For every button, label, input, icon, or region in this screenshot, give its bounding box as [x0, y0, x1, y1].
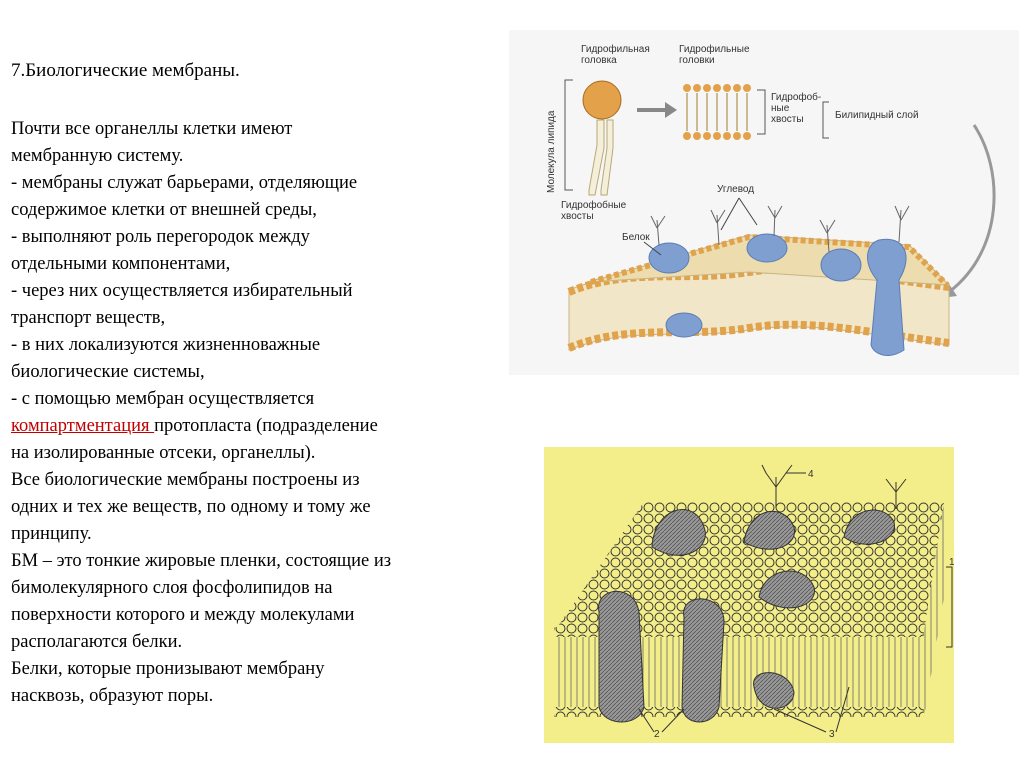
text-line: одних и тех же веществ, по одному и тому… [11, 497, 371, 517]
text-line: располагаются белки. [11, 632, 183, 652]
link-tail-text: протопласта (подразделение [154, 416, 378, 436]
text-line: насквозь, образуют поры. [11, 686, 214, 706]
text-line: бимолекулярного слоя фосфолипидов на [11, 578, 333, 598]
label-2: 2 [654, 729, 660, 740]
text-line: Белки, которые пронизывают мембрану [11, 659, 325, 679]
label-3: 3 [829, 729, 835, 740]
membrane-diagram-block: 1 2 3 4 [544, 447, 954, 743]
text-line: принципу. [11, 524, 92, 544]
compartmentation-link[interactable]: компартментация [11, 416, 155, 436]
text-line: транспорт веществ, [11, 308, 166, 328]
text-line: Почти все органеллы клетки имеют [11, 119, 293, 139]
text-line: отдельными компонентами, [11, 254, 231, 274]
label-1: 1 [949, 557, 954, 568]
text-line: - мембраны служат барьерами, отделяющие [11, 173, 358, 193]
text-line: - в них локализуются жизненноважные [11, 335, 321, 355]
label-4: 4 [808, 469, 814, 480]
text-line: поверхности которого и между молекулами [11, 605, 355, 625]
text-line-with-link: компартментация протопласта (подразделен… [11, 413, 481, 440]
text-line: на изолированные отсеки, органеллы). [11, 443, 316, 463]
text-line: мембранную систему. [11, 146, 184, 166]
label-carbohydrate: Углевод [717, 184, 754, 195]
text-line: БМ – это тонкие жировые пленки, состоящи… [11, 551, 392, 571]
text-line: - выполняют роль перегородок между [11, 227, 310, 247]
text-line: содержимое клетки от внешней среды, [11, 200, 317, 220]
body-text: Почти все органеллы клетки имеют мембран… [11, 116, 481, 710]
label-protein: Белок [622, 232, 650, 243]
text-line: - через них осуществляется избирательный [11, 281, 353, 301]
text-line: Все биологические мембраны построены из [11, 470, 360, 490]
text-line: - с помощью мембран осуществляется [11, 389, 315, 409]
label-bilayer: Билипидный слой [835, 110, 919, 121]
slide-title: 7.Биологические мембраны. [11, 60, 240, 81]
text-line: биологические системы, [11, 362, 205, 382]
label-molecule: Молекула липида [546, 110, 557, 193]
